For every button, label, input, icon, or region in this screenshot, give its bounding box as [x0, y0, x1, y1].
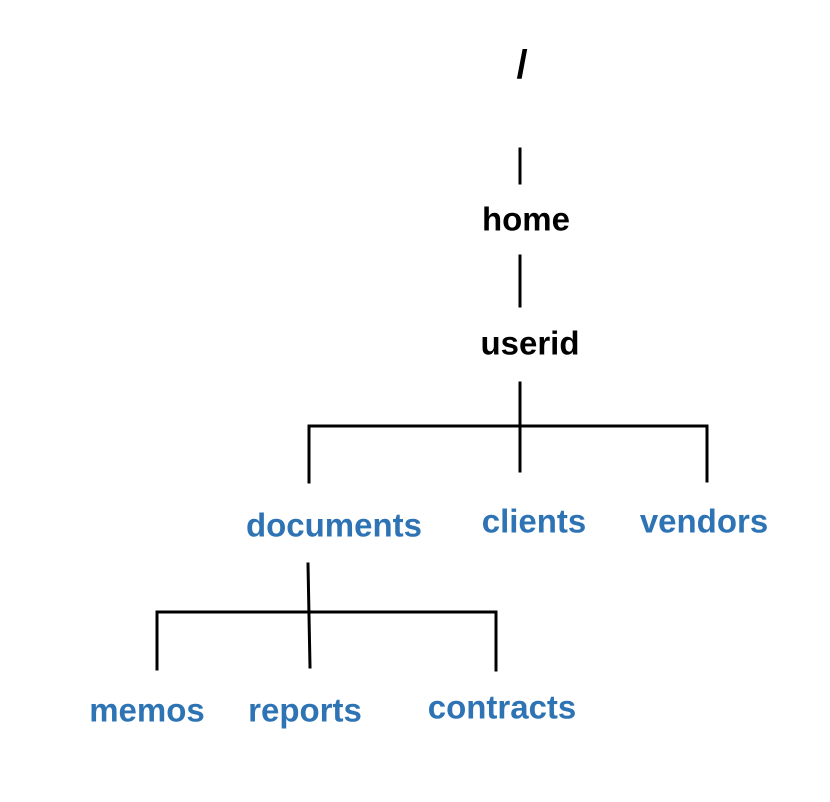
node-home: home: [481, 200, 571, 238]
node-memos: memos: [89, 691, 205, 729]
node-root: /: [516, 43, 528, 87]
node-reports: reports: [248, 691, 362, 729]
node-contracts: contracts: [427, 688, 577, 726]
connector-documents-trunk: [306, 562, 312, 669]
node-documents: documents: [245, 506, 423, 544]
node-clients: clients: [481, 502, 587, 540]
node-vendors: vendors: [639, 502, 769, 540]
node-userid: userid: [480, 324, 580, 362]
